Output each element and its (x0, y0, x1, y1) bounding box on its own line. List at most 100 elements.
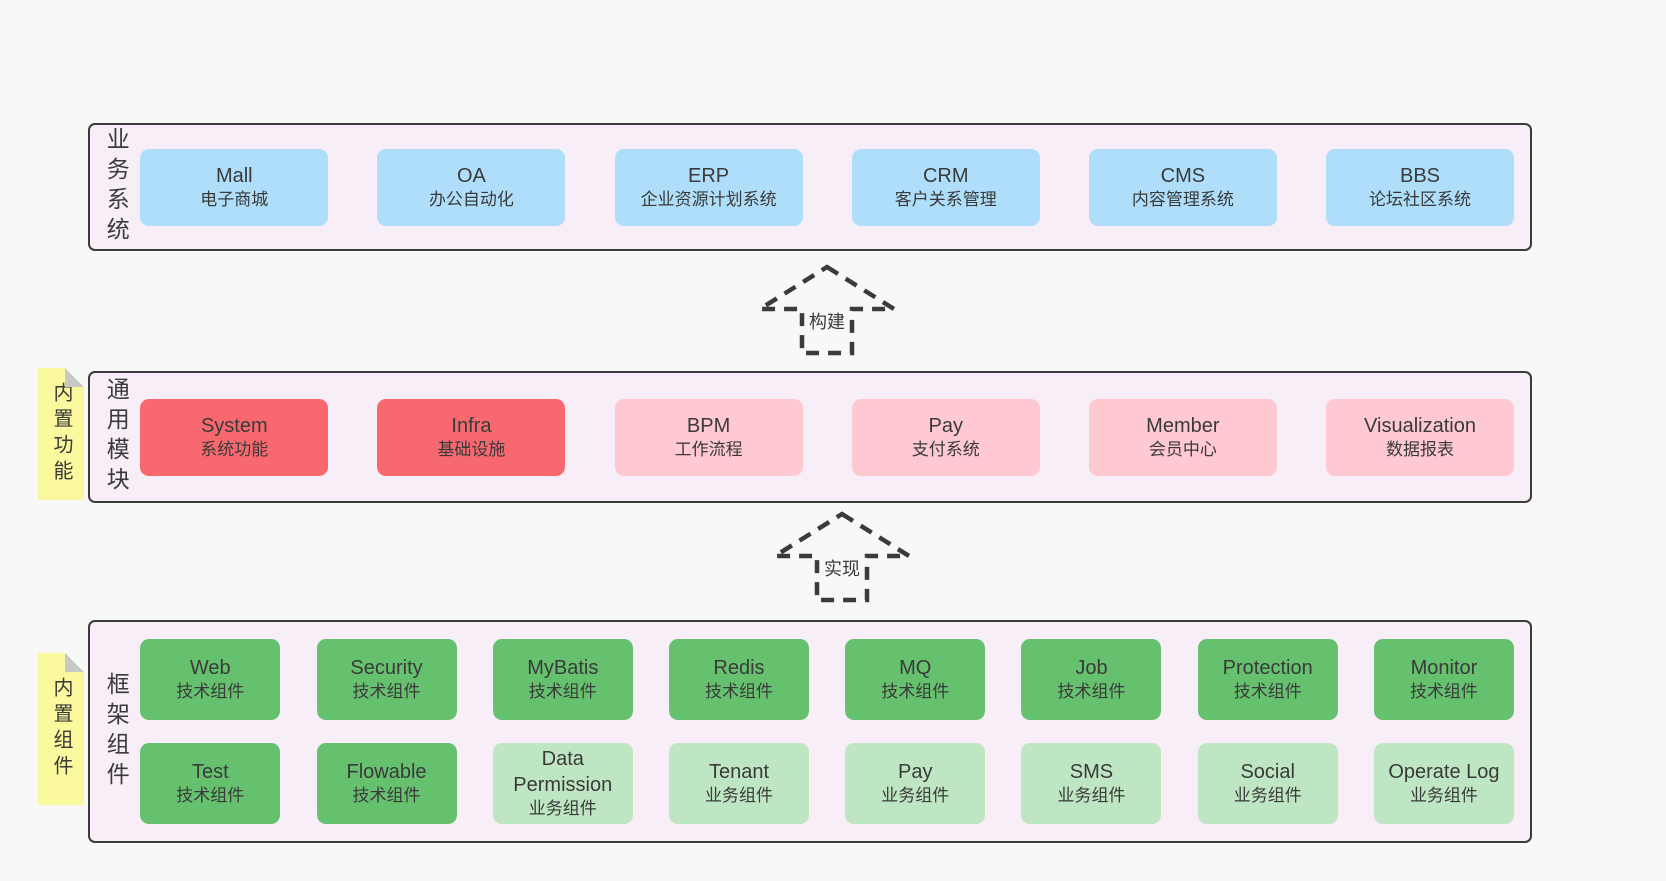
box-subtitle: 内容管理系统 (1131, 189, 1234, 209)
box-title: CMS (1160, 164, 1206, 187)
box-title: MyBatis (527, 657, 599, 680)
box-subtitle: 企业资源计划系统 (640, 189, 777, 209)
box-title: BPM (686, 414, 731, 437)
box-title: Flowable (346, 761, 427, 784)
box-title: OA (456, 164, 486, 187)
build-arrow-label: 构建 (806, 308, 848, 334)
box-subtitle: 技术组件 (705, 682, 773, 702)
box-subtitle: 数据报表 (1386, 439, 1454, 459)
box-subtitle: 技术组件 (352, 682, 421, 702)
box-subtitle: 业务组件 (528, 799, 597, 819)
box-title: Web (189, 657, 231, 680)
box-title: Mall (215, 164, 253, 187)
box-title: Test (191, 761, 229, 784)
box-subtitle: 技术组件 (881, 682, 950, 702)
box-title: Tenant (708, 761, 770, 784)
box-subtitle: 业务组件 (1233, 786, 1302, 806)
note-fold-corner-icon (65, 653, 84, 672)
box-title: Monitor (1410, 657, 1478, 680)
box-title: Pay (898, 761, 933, 784)
box-title: SMS (1069, 761, 1114, 784)
box-subtitle: 基础设施 (437, 439, 506, 459)
up-arrow-icon (772, 511, 912, 603)
box-subtitle: 业务组件 (881, 786, 950, 806)
implement-arrow-label: 实现 (821, 555, 863, 581)
sticky-note-built-in-components: 内置组件 (38, 653, 84, 805)
box-subtitle: 业务组件 (705, 786, 773, 806)
box-title: Infra (451, 414, 492, 437)
box-subtitle: 技术组件 (1409, 682, 1478, 702)
box-title: ERP (688, 164, 730, 187)
box-title: Redis (713, 657, 765, 680)
box-title: Pay (928, 414, 963, 437)
implement-arrow: 实现 (772, 511, 912, 603)
note-text: 内置功能 (50, 382, 72, 486)
note-text: 内置组件 (50, 677, 72, 781)
box-title: Security (350, 657, 423, 680)
box-subtitle: 论坛社区系统 (1369, 189, 1471, 209)
box-subtitle: 技术组件 (176, 786, 245, 806)
box-subtitle: 工作流程 (674, 439, 743, 459)
note-fold-corner-icon (65, 368, 84, 387)
section-label-common: 通用模块 (103, 377, 130, 497)
box-subtitle: 会员中心 (1148, 439, 1217, 459)
box-title: BBS (1399, 164, 1441, 187)
box-subtitle: 技术组件 (1057, 682, 1126, 702)
up-arrow-icon (757, 264, 897, 356)
box-title: Visualization (1364, 414, 1476, 437)
box-subtitle: 办公自动化 (428, 189, 514, 209)
box-title: Member (1146, 414, 1220, 437)
box-title: MQ (899, 657, 932, 680)
box-title: System (200, 414, 268, 437)
box-title: Operate Log (1388, 761, 1500, 784)
box-subtitle: 技术组件 (1233, 682, 1302, 702)
section-label-business: 业务系统 (103, 127, 130, 247)
box-title: Social (1240, 761, 1295, 784)
box-subtitle: 技术组件 (352, 786, 421, 806)
box-subtitle: 客户关系管理 (894, 189, 997, 209)
box-subtitle: 支付系统 (911, 439, 980, 459)
box-title: CRM (922, 164, 969, 187)
box-subtitle: 业务组件 (1409, 786, 1478, 806)
box-subtitle: 业务组件 (1057, 786, 1126, 806)
box-title: Protection (1222, 657, 1313, 680)
box-title: Data Permission (513, 748, 613, 797)
box-subtitle: 技术组件 (528, 682, 597, 702)
section-label-framework: 框架组件 (103, 671, 130, 792)
